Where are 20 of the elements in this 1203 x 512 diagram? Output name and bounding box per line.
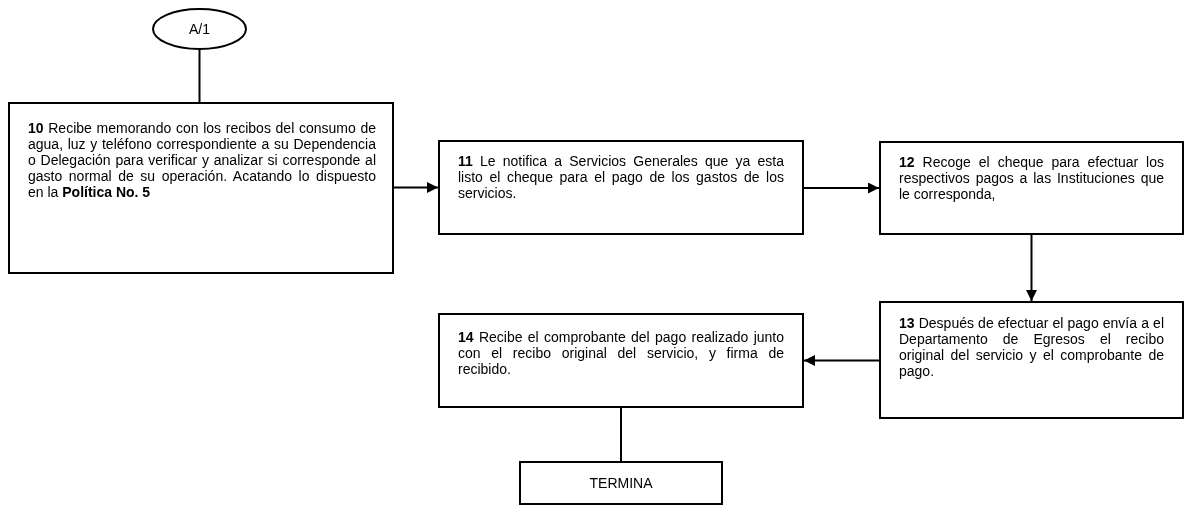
connector-line (620, 407, 622, 462)
connector-line (198, 49, 201, 103)
arrow (1026, 234, 1037, 302)
process-box (438, 313, 804, 408)
step-text: 12 Recoge el cheque para efectuar los respectivos pagos a las Instituciones que le corresponda, (899, 154, 1164, 202)
process-box (879, 141, 1184, 235)
step-text: 14 Recibe el comprobante del pago realizado junto con el recibo original del servicio, y firma de recibido. (458, 329, 784, 377)
step-text: 13 Después de efectuar el pago envía a el Departamento de Egresos el recibo original del servicio y el comprobante de pago. (899, 315, 1164, 379)
process-box (438, 140, 804, 235)
arrow (803, 182, 880, 194)
step-text: 10 Recibe memorando con los recibos del consumo de agua, luz y teléfono correspondiente a su Dependencia o Delegación para verificar y analizar si corresponde al gasto normal de su operación. Acatando lo dispuesto en la Política No. 5 (28, 120, 376, 200)
step-text: 11 Le notifica a Servicios Generales que ya esta listo el cheque para el pago de los gastos de los servicios. (458, 153, 784, 201)
arrow (803, 355, 880, 366)
connector-oval (152, 8, 247, 50)
process-box (8, 102, 394, 274)
process-box (879, 301, 1184, 419)
step-text: A/1 (189, 21, 210, 37)
arrow (393, 182, 439, 193)
terminator-box (519, 461, 723, 505)
step-text: TERMINA (589, 475, 653, 491)
